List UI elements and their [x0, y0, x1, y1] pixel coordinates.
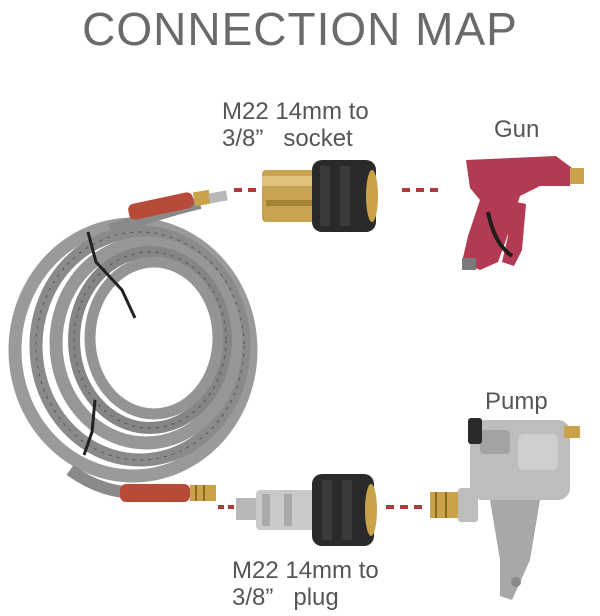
- hose-upper-end: [128, 189, 228, 220]
- hose-coil: [8, 197, 258, 500]
- plug-label: M22 14mm to 3/8” plug: [232, 557, 379, 611]
- spray-gun: [462, 156, 584, 270]
- connector-lines: [218, 188, 444, 509]
- diagram-title: CONNECTION MAP: [82, 3, 518, 55]
- socket-label: M22 14mm to 3/8” socket: [222, 98, 369, 152]
- hose-lower-end: [120, 484, 216, 502]
- plug-fitting: [236, 474, 377, 546]
- gun-label: Gun: [494, 116, 540, 143]
- pump-label: Pump: [485, 388, 548, 415]
- pump: [430, 418, 580, 600]
- socket-fitting: [262, 160, 378, 232]
